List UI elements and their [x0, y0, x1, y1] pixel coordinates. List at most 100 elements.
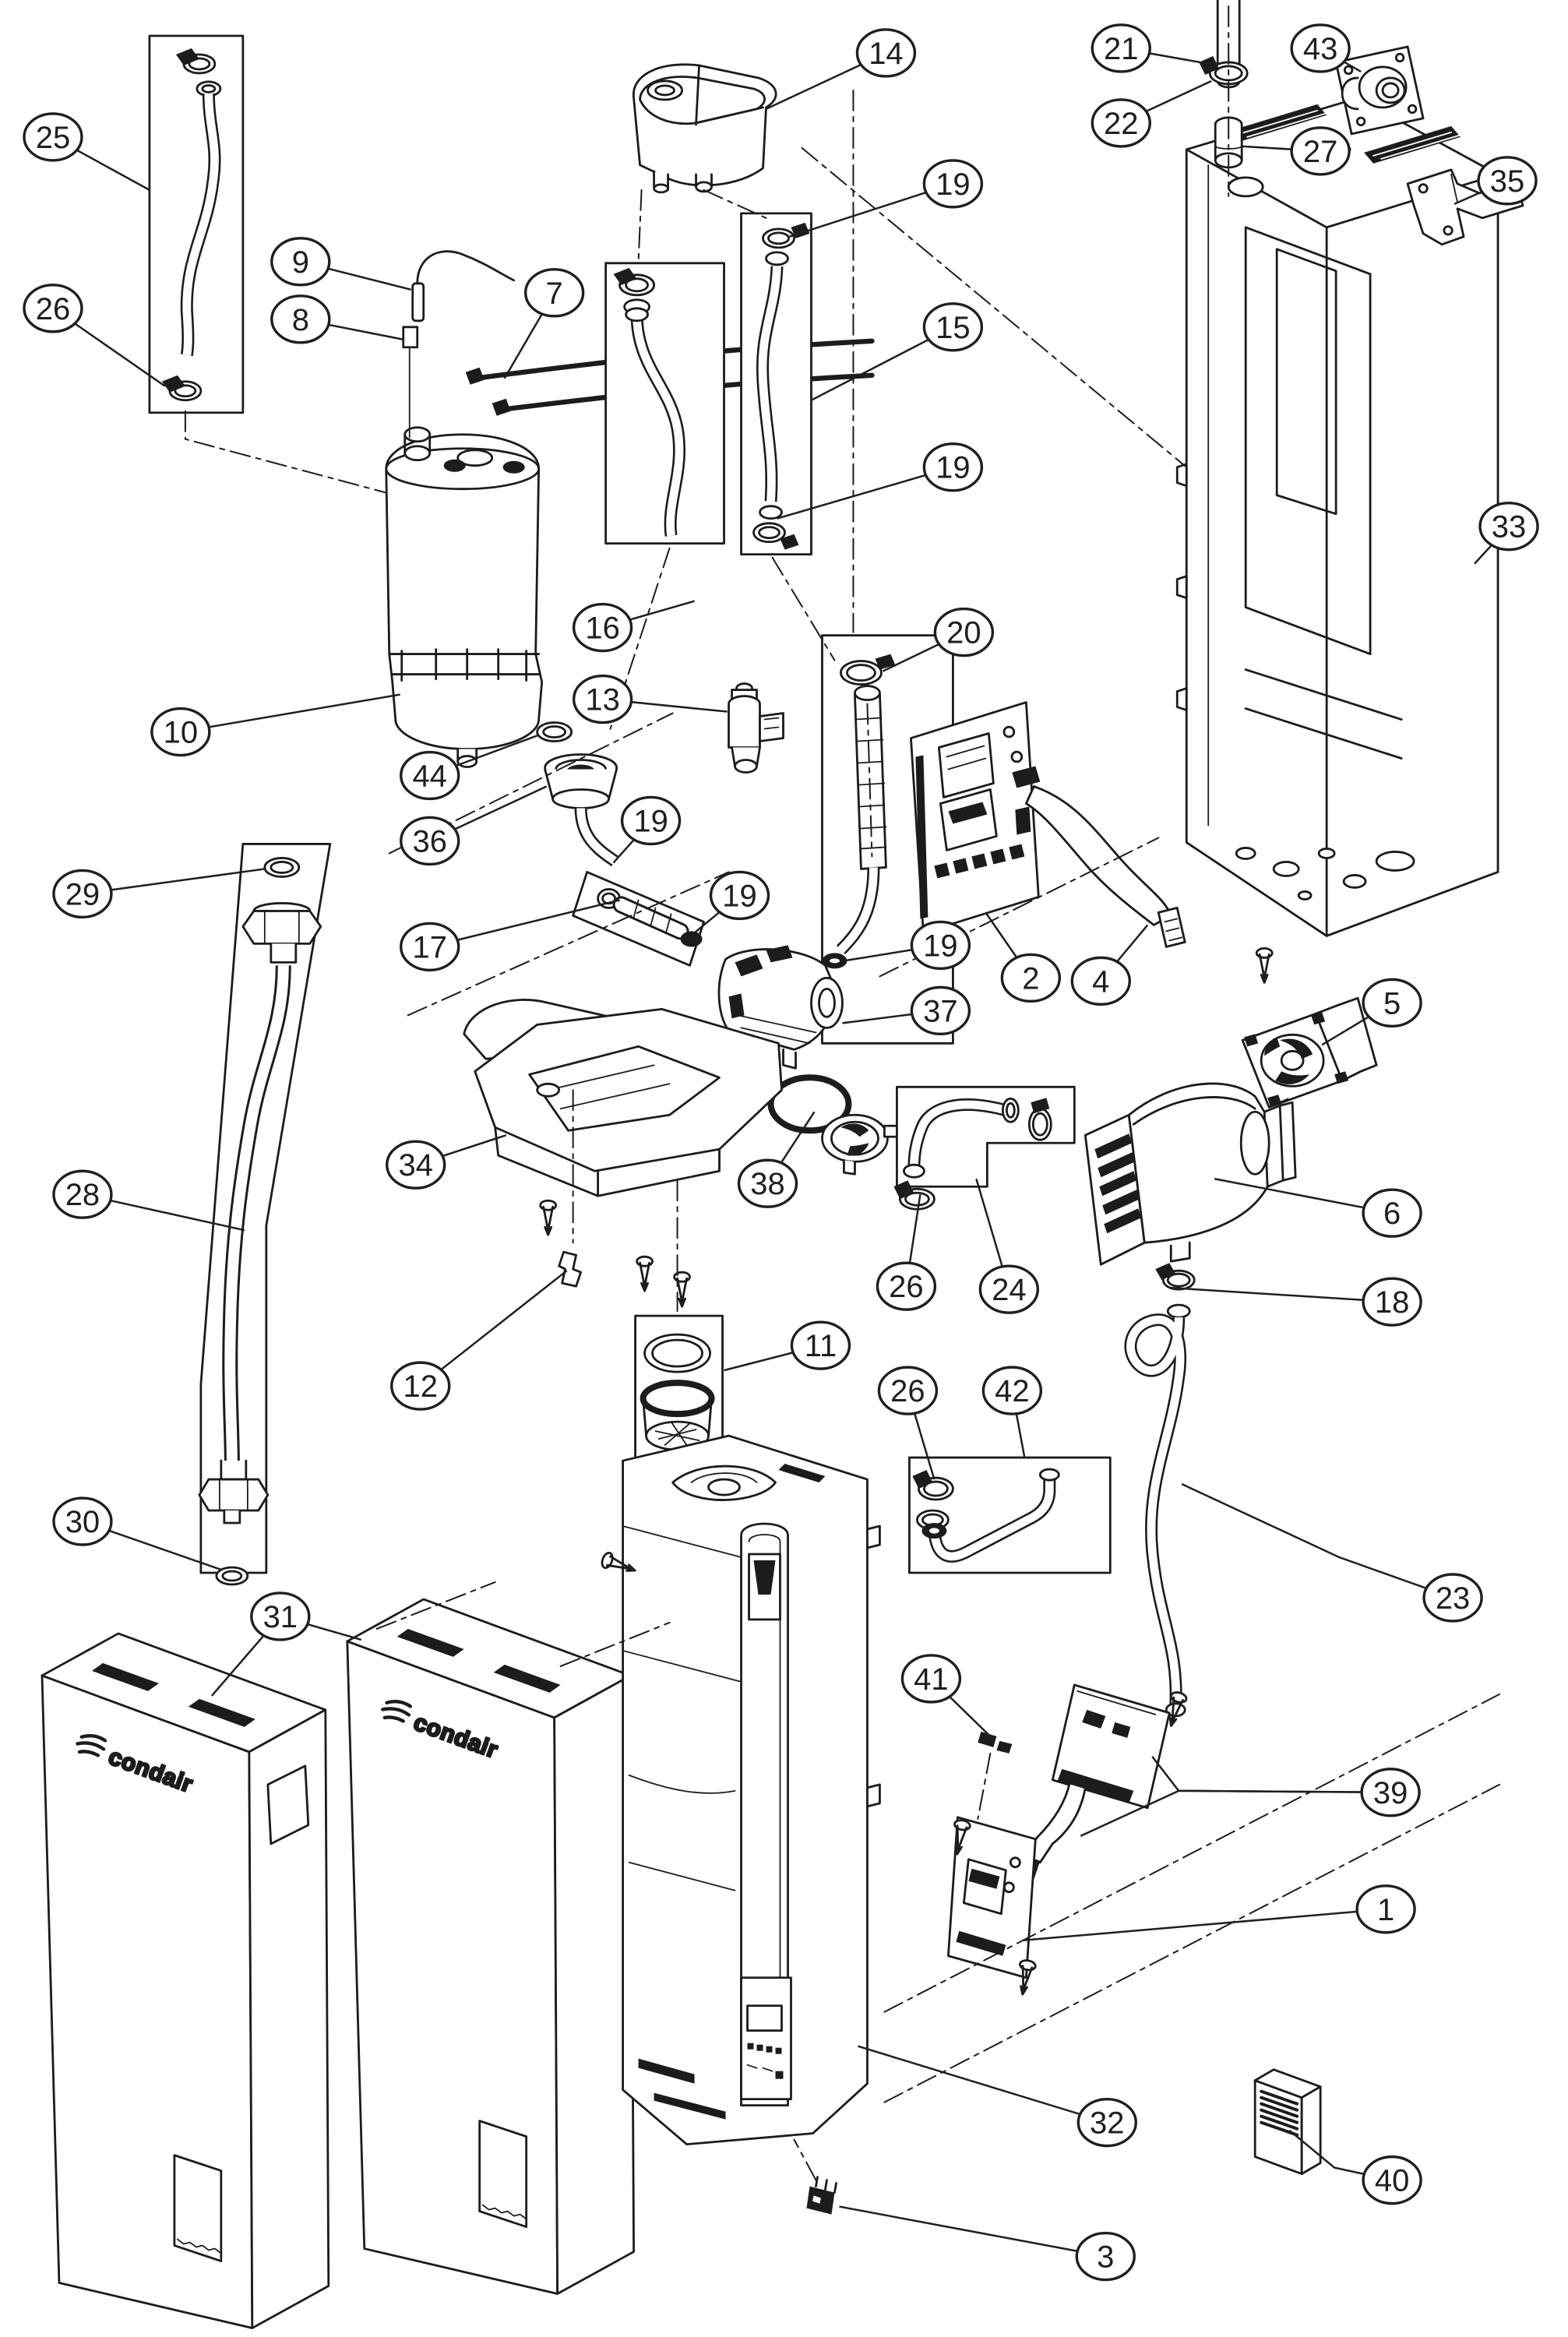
- callout-number: 41: [914, 1662, 948, 1697]
- callout-19: 19: [777, 442, 984, 520]
- callout-number: 9: [292, 245, 309, 280]
- callout-number: 4: [1092, 964, 1109, 999]
- vent-cover: [1253, 2068, 1322, 2176]
- inlet-tank: [632, 63, 777, 194]
- callout-number: 1: [1377, 1893, 1394, 1927]
- callout-number: 20: [946, 616, 981, 650]
- hose-clamp-icon: [175, 48, 217, 75]
- callout-number: 33: [1492, 510, 1526, 545]
- hose-clamp-icon: [161, 375, 203, 402]
- pump-seal-ring: [767, 1074, 852, 1134]
- elbow-hose-frame: [893, 1085, 1076, 1211]
- callout-number: 40: [1375, 2164, 1409, 2198]
- callout-8: 8: [270, 294, 403, 344]
- callout-number: 34: [399, 1148, 433, 1183]
- callout-10: 10: [150, 693, 400, 757]
- callout-number: 18: [1375, 1285, 1409, 1320]
- callout-29: 29: [52, 868, 266, 919]
- callout-number: 6: [1383, 1197, 1401, 1231]
- drain-hose-frame: [908, 1456, 1112, 1574]
- callout-26: 26: [877, 1366, 939, 1480]
- water-supply-hose-frame: [198, 843, 332, 1586]
- callout-number: 39: [1373, 1776, 1408, 1810]
- callout-number: 24: [992, 1273, 1026, 1307]
- callout-number: 19: [923, 929, 957, 963]
- callout-42: 42: [981, 1366, 1043, 1458]
- callout-number: 32: [1090, 2106, 1124, 2141]
- callout-1: 1: [1023, 1884, 1416, 1941]
- drain-valve: [728, 682, 784, 774]
- control-display: [740, 1976, 792, 2101]
- callout-number: 15: [936, 311, 970, 345]
- callout-number: 36: [412, 824, 446, 858]
- callout-30: 30: [52, 1496, 222, 1571]
- callout-13: 13: [572, 674, 728, 724]
- cooling-fan: [1241, 996, 1378, 1109]
- callout-38: 38: [737, 1111, 816, 1208]
- connector-set: [977, 1731, 1013, 1820]
- drain-funnel: [536, 721, 619, 867]
- callout-22: 22: [1091, 79, 1212, 148]
- callout-number: 30: [65, 1505, 100, 1539]
- callout-14: 14: [765, 28, 917, 111]
- callout-number: 25: [36, 121, 70, 155]
- outlet-flange: [1334, 45, 1425, 136]
- power-switch: [793, 2138, 837, 2215]
- callout-number: 26: [36, 292, 70, 326]
- front-cover-right: condair: [346, 1598, 635, 2295]
- retaining-clip: [558, 1089, 678, 1313]
- callout-number: 28: [65, 1178, 100, 1212]
- callout-number: 8: [292, 303, 309, 337]
- mounting-bracket: [1406, 168, 1524, 246]
- callout-26: 26: [876, 1194, 937, 1311]
- callout-23: 23: [1181, 1482, 1483, 1623]
- callout-7: 7: [503, 268, 585, 379]
- callout-4: 4: [1070, 924, 1149, 1006]
- sump-tray: [463, 999, 783, 1308]
- callout-18: 18: [1171, 1277, 1422, 1327]
- callout-40: 40: [1288, 2129, 1422, 2205]
- callout-39: 39: [1080, 1756, 1421, 1837]
- callout-number: 19: [722, 879, 756, 913]
- callout-number: 26: [889, 1270, 923, 1304]
- callout-43: 43: [1290, 23, 1362, 73]
- fan-duct: [1084, 1082, 1297, 1266]
- level-sensor: [411, 250, 516, 323]
- callout-31: 31: [210, 1591, 362, 1697]
- steam-pipe: [1199, 0, 1249, 197]
- callout-number: 29: [65, 877, 100, 911]
- callout-19: 19: [844, 920, 971, 971]
- callout-number: 12: [403, 1369, 437, 1404]
- callout-number: 19: [936, 167, 970, 202]
- display-pcb: [1012, 1683, 1189, 1880]
- callout-number: 26: [890, 1374, 925, 1408]
- callout-number: 43: [1303, 32, 1337, 66]
- callout-3: 3: [839, 2205, 1136, 2282]
- steam-hose-frame: [148, 34, 396, 496]
- callout-layer: 2526987141915192016131021224327353344361…: [23, 23, 1539, 2282]
- callout-number: 44: [412, 759, 446, 793]
- callout-number: 27: [1303, 135, 1337, 169]
- screw-icon: [636, 1255, 654, 1292]
- callout-number: 13: [585, 683, 619, 717]
- callout-19: 19: [693, 870, 770, 934]
- callout-20: 20: [882, 607, 995, 672]
- callout-11: 11: [724, 1320, 851, 1372]
- callout-6: 6: [1214, 1178, 1422, 1238]
- callout-28: 28: [52, 1169, 245, 1232]
- callout-17: 17: [400, 899, 620, 972]
- callout-number: 19: [633, 804, 668, 838]
- callout-number: 7: [546, 277, 563, 311]
- callout-33: 33: [1474, 501, 1539, 565]
- hose-clamp-icon: [1155, 1263, 1196, 1291]
- callout-number: 31: [263, 1600, 298, 1634]
- callout-number: 2: [1022, 961, 1039, 996]
- power-board: [910, 701, 1040, 934]
- steam-outlet-frame: [821, 634, 954, 1045]
- steam-cylinder: [385, 426, 544, 768]
- sensor-plug: [402, 326, 419, 439]
- overflow-hose-frame: [740, 212, 812, 556]
- callout-number: 42: [995, 1374, 1029, 1408]
- condensate-hose: [1124, 1303, 1191, 1718]
